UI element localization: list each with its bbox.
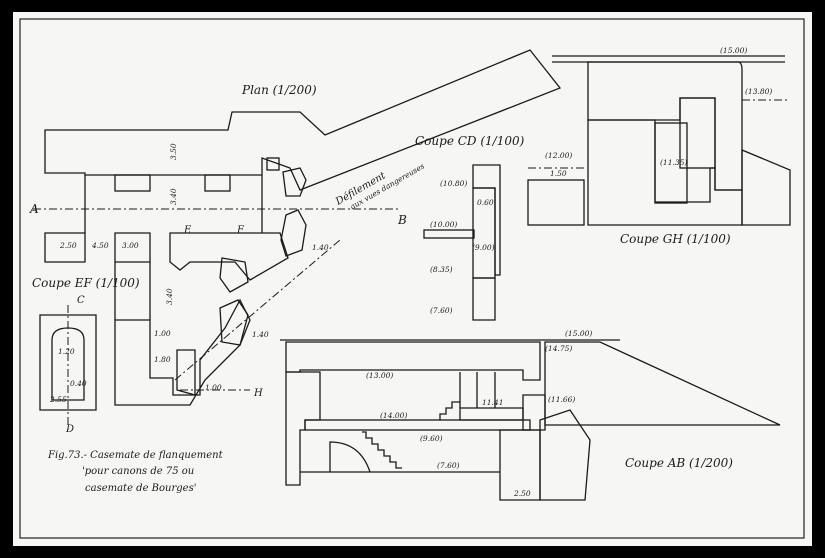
coupe-gh-rubble	[741, 149, 791, 226]
dim: 1.20	[58, 347, 75, 356]
plan-embrasure-1	[282, 167, 307, 197]
level: (11.66)	[548, 395, 575, 404]
defilement-line	[174, 239, 341, 381]
dim: 1.00	[154, 329, 171, 338]
coupe-cd: Coupe CD (1/100) (10.80) 0.60 (10.00) (9…	[415, 134, 525, 321]
label-a: A	[29, 202, 39, 216]
figure-caption-line-2: 'pour canons de 75 ou	[82, 466, 194, 477]
level: (14.75)	[545, 344, 572, 353]
dim: 1.00	[205, 383, 222, 392]
level: (10.00)	[430, 220, 457, 229]
plan-embrasure-2	[280, 209, 307, 257]
level: (15.00)	[720, 46, 747, 55]
coupe-cd-slab	[423, 229, 475, 239]
plan-embrasure-3	[219, 257, 249, 293]
plan-embrasure-5	[176, 349, 196, 396]
coupe-ab: (15.00) (14.75) (13.00) (11.66) (14.00) …	[280, 329, 781, 501]
dim: 1.40	[252, 330, 269, 339]
level: (12.00)	[545, 151, 572, 160]
dim: 2.50	[59, 241, 77, 250]
level: (13.80)	[745, 87, 772, 96]
dim: 1.80	[154, 355, 171, 364]
level: (15.00)	[565, 329, 592, 338]
label-f: F	[236, 225, 245, 236]
coupe-ab-title: Coupe AB (1/200)	[625, 456, 733, 470]
frame	[19, 18, 805, 539]
label-h: H	[253, 388, 263, 399]
plan-stair-1	[114, 174, 151, 192]
coupe-gh-fence	[527, 179, 585, 226]
level: (8.35)	[430, 265, 453, 274]
dim: 3.40	[169, 188, 178, 205]
coupe-ab-rubble	[539, 409, 591, 501]
coupe-gh-title: Coupe GH (1/100)	[620, 232, 731, 246]
paper	[13, 12, 812, 546]
label-d: D	[65, 424, 74, 435]
plan-stair-2	[204, 174, 231, 192]
coupe-cd-title: Coupe CD (1/100)	[415, 134, 525, 148]
dim: 3.00	[122, 241, 139, 250]
figure-caption-line-3: casemate de Bourges'	[85, 483, 196, 494]
plan-top-wall	[44, 49, 562, 191]
dim: 3.50	[169, 143, 178, 160]
level: 0.60	[477, 198, 494, 207]
plan-embrasure-4	[219, 299, 249, 346]
level: (9.60)	[420, 434, 443, 443]
level: (13.00)	[366, 371, 393, 380]
plan-title: Plan (1/200)	[241, 83, 317, 97]
level: (7.60)	[430, 306, 453, 315]
coupe-gh: (15.00) (13.80) (12.00) 1.50 (11.35) Cou…	[527, 46, 791, 246]
level: (14.00)	[380, 411, 407, 420]
label-e: E	[183, 225, 192, 236]
dim: 1.40	[312, 243, 329, 252]
plan-lower-wall	[114, 298, 251, 406]
coupe-ef: Coupe EF (1/100) C 1.20 0.40 2.55 D	[32, 276, 140, 435]
coupe-ab-floor-slab	[304, 419, 531, 431]
dim: 4.50	[91, 241, 109, 250]
dim: 2.55	[49, 395, 67, 404]
level: 2.50	[513, 489, 531, 498]
level: 11.41	[482, 398, 503, 407]
level: (7.60)	[437, 461, 460, 470]
dim: 0.40	[70, 379, 87, 388]
dim: 3.40	[165, 288, 174, 305]
label-b: B	[397, 213, 407, 227]
figure-caption: Fig.73.- Casemate de flanquement	[47, 450, 224, 461]
level: 1.50	[550, 169, 567, 178]
plan-middle-wall	[44, 232, 86, 263]
level: (11.35)	[660, 158, 687, 167]
plan-block-mid	[169, 232, 289, 281]
level: (10.80)	[440, 179, 467, 188]
level: (9.00)	[472, 243, 495, 252]
coupe-ef-wall	[39, 314, 97, 411]
plan-post	[266, 157, 280, 171]
label-c: C	[77, 295, 85, 306]
coupe-ef-title: Coupe EF (1/100)	[32, 276, 140, 290]
